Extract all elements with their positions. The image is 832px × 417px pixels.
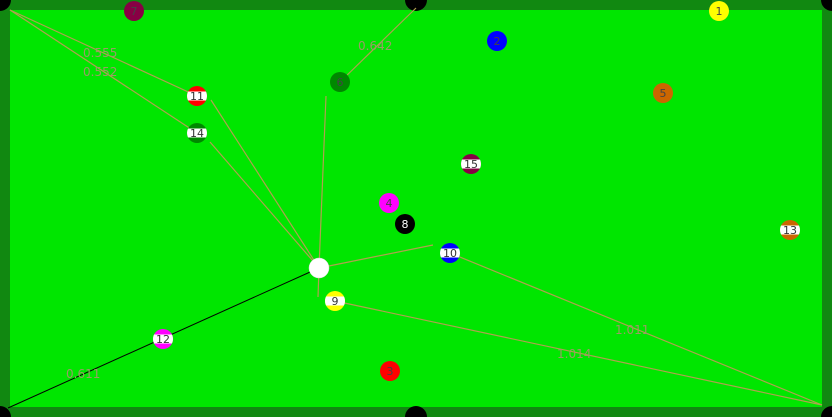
ball-14[interactable]: 14 — [187, 123, 207, 143]
probability-label-ball-9: 1.014 — [557, 347, 591, 361]
probability-label-ball-12: 0.611 — [66, 367, 100, 381]
ball-number: 8 — [402, 218, 409, 231]
ball-number: 11 — [190, 90, 204, 103]
ball-stripe-band — [187, 91, 207, 101]
ball-number: 9 — [332, 295, 339, 308]
ball-body — [653, 83, 673, 103]
ball-number: 6 — [337, 76, 344, 89]
aim-lines — [7, 7, 823, 409]
ball-7[interactable]: 7 — [124, 1, 144, 21]
pocket-line-ball-11 — [9, 9, 198, 97]
pocket-bottom-middle — [405, 406, 427, 417]
ball-number: 15 — [464, 158, 478, 171]
ball-2[interactable]: 2 — [487, 31, 507, 51]
ball-body — [330, 72, 350, 92]
ball-body — [709, 1, 729, 21]
probability-label-ball-11: 0.555 — [83, 46, 117, 60]
ball-9[interactable]: 9 — [325, 291, 345, 311]
probability-labels: 0.555 0.552 0.642 1.011 1.014 0.611 — [66, 39, 649, 381]
pocket-top-left — [0, 0, 11, 11]
ball-number: 1 — [716, 5, 723, 18]
ball-stripe-band — [187, 128, 207, 138]
cue-aim-line-ball-6 — [318, 95, 327, 269]
ball-number: 13 — [783, 224, 797, 237]
probability-label-ball-6: 0.642 — [358, 39, 392, 53]
table-cloth — [10, 10, 822, 407]
ball-number: 5 — [660, 87, 667, 100]
ball-stripe-band — [325, 296, 345, 306]
ball-body — [395, 214, 415, 234]
ball-body — [380, 361, 400, 381]
ball-1[interactable]: 1 — [709, 1, 729, 21]
cue-aim-line-ball-14 — [209, 141, 320, 269]
probability-label-ball-10: 1.011 — [615, 323, 649, 337]
ball-number: 3 — [387, 365, 394, 378]
ball-stripe-band — [461, 159, 481, 169]
ball-3[interactable]: 3 — [380, 361, 400, 381]
cue-aim-line-ball-11 — [210, 99, 320, 269]
pocket-top-right — [821, 0, 832, 11]
ball-body — [487, 31, 507, 51]
ball-number: 14 — [190, 127, 204, 140]
ball-11[interactable]: 11 — [187, 86, 207, 106]
ball-12[interactable]: 12 — [153, 329, 173, 349]
ball-13[interactable]: 13 — [780, 220, 800, 240]
ball-5[interactable]: 5 — [653, 83, 673, 103]
ball-6[interactable]: 6 — [330, 72, 350, 92]
ball-body — [124, 1, 144, 21]
pocket-top-middle — [405, 0, 427, 11]
ball-15[interactable]: 15 — [461, 154, 481, 174]
pocket-line-ball-14 — [9, 9, 198, 134]
ball-stripe-band — [153, 334, 173, 344]
pocket-bottom-left — [0, 406, 11, 417]
ball-8[interactable]: 8 — [395, 214, 415, 234]
ball-number: 4 — [386, 197, 393, 210]
pocket-line-ball-6 — [339, 7, 417, 83]
ball-number: 10 — [443, 247, 457, 260]
ball-body — [379, 193, 399, 213]
ball-stripe-band — [440, 248, 460, 258]
ball-number: 2 — [494, 35, 501, 48]
probability-label-ball-14: 0.552 — [83, 65, 117, 79]
ball-4[interactable]: 4 — [379, 193, 399, 213]
pocket-line-ball-9 — [334, 300, 823, 406]
ball-number: 12 — [156, 333, 170, 346]
ball-10[interactable]: 10 — [440, 243, 460, 263]
cue-aim-line-ball-10 — [318, 244, 434, 269]
pocket-bottom-right — [821, 406, 832, 417]
cue-ball[interactable] — [308, 257, 330, 279]
ball-number: 7 — [131, 5, 138, 18]
pocket-line-ball-10 — [449, 252, 823, 406]
ball-stripe-band — [780, 225, 800, 235]
